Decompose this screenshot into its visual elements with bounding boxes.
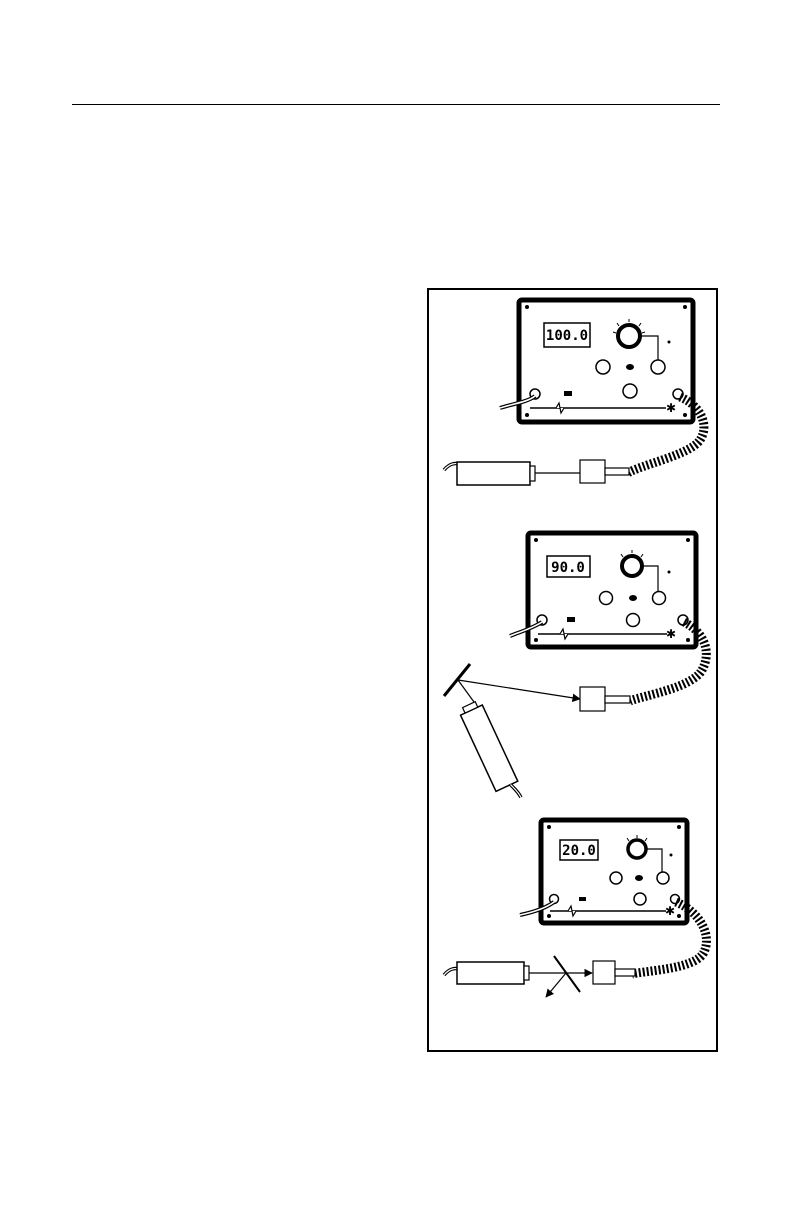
power-meter-1: 100.0 ✱ <box>519 300 693 422</box>
laser-1 <box>444 462 580 485</box>
svg-text:✱: ✱ <box>666 401 676 415</box>
power-button[interactable] <box>623 384 637 398</box>
range-button[interactable] <box>651 360 665 374</box>
zero-button[interactable] <box>610 872 622 884</box>
meter-reading: 100.0 <box>546 328 588 344</box>
mode-switch[interactable] <box>635 875 643 881</box>
beam-splitter <box>554 956 580 992</box>
laser-3 <box>444 962 592 984</box>
svg-text:✱: ✱ <box>666 627 676 641</box>
meter-reading: 20.0 <box>562 843 596 859</box>
panel-beam-splitter: 20.0 ✱ <box>444 820 706 997</box>
panel-direct-beam: 100.0 ✱ <box>444 300 704 485</box>
range-button[interactable] <box>653 592 666 605</box>
mode-switch[interactable] <box>629 595 637 601</box>
mode-switch[interactable] <box>626 364 634 370</box>
zero-button[interactable] <box>596 360 610 374</box>
meter-reading: 90.0 <box>551 560 585 576</box>
power-meter-2: 90.0 ✱ <box>528 533 696 647</box>
zero-button[interactable] <box>600 592 613 605</box>
detector-head-2 <box>580 687 605 711</box>
power-button[interactable] <box>634 893 646 905</box>
detector-head-3 <box>593 961 615 984</box>
power-meter-3: 20.0 ✱ <box>541 820 687 923</box>
panel-reflected-beam: 90.0 ✱ <box>444 533 706 806</box>
detector-head-1 <box>580 460 605 483</box>
power-button[interactable] <box>627 614 640 627</box>
laser-2 <box>458 700 525 806</box>
svg-text:✱: ✱ <box>665 904 675 918</box>
range-button[interactable] <box>657 872 669 884</box>
